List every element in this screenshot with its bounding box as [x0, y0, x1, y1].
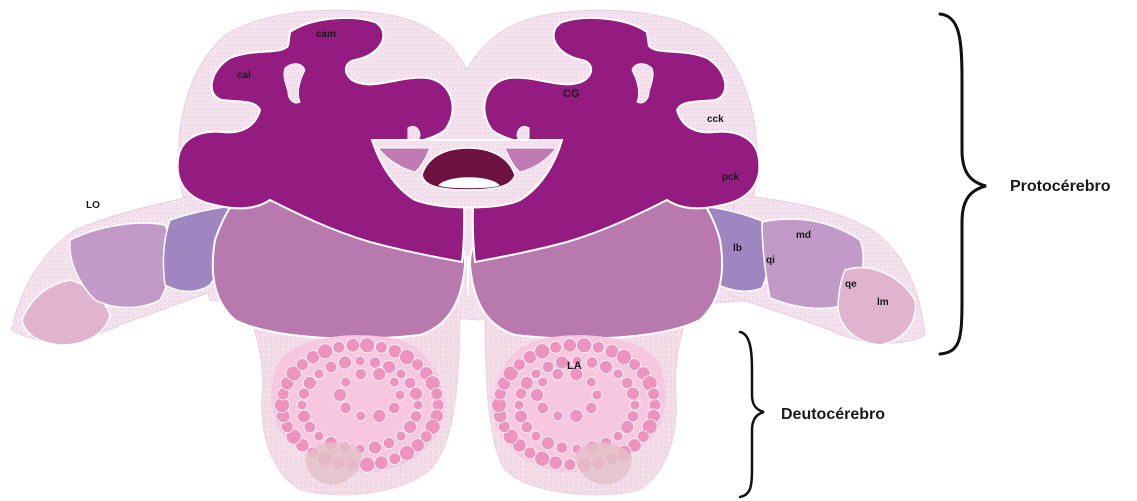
glomerulus: [413, 400, 423, 410]
glomerulus: [542, 361, 554, 373]
glomerulus: [535, 344, 550, 359]
glomerulus: [340, 402, 352, 414]
glomerulus: [399, 445, 414, 460]
glomerulus: [514, 400, 524, 410]
glomerulus: [341, 377, 351, 387]
glomerulus: [531, 369, 541, 379]
glomerulus: [630, 400, 640, 410]
glomerulus: [404, 420, 417, 433]
label-cal: cal: [237, 70, 251, 81]
label-qi: qi: [766, 255, 775, 266]
glomerulus: [592, 390, 602, 400]
glomerulus: [369, 357, 381, 369]
glomerulus: [318, 344, 333, 359]
glomerulus: [396, 369, 406, 379]
glomerulus: [383, 437, 395, 449]
label-lb: lb: [733, 243, 742, 254]
glomerulus: [303, 376, 316, 389]
glomerulus: [541, 437, 554, 450]
glomerulus: [314, 369, 324, 379]
glomerulus: [586, 377, 596, 387]
glomerulus: [537, 402, 549, 414]
glomerulus: [355, 368, 367, 380]
central-body-arc: [440, 178, 498, 187]
glomerulus: [395, 390, 405, 400]
glomerulus: [553, 411, 563, 421]
glomerulus: [346, 339, 360, 353]
glomerulus: [297, 410, 310, 423]
label-pck: pck: [722, 172, 740, 183]
label-md: md: [796, 230, 811, 241]
glomerulus: [396, 431, 406, 441]
label-cam: cam: [316, 29, 336, 40]
glomerulus: [550, 341, 562, 353]
glomerulus: [373, 409, 386, 422]
glomerulus: [360, 338, 375, 353]
bracket-protocerebro: [940, 14, 986, 354]
label-lo: LO: [86, 200, 100, 211]
glomerulus: [375, 341, 387, 353]
glomerulus: [389, 402, 401, 414]
glomerulus: [325, 361, 337, 373]
glomerulus: [531, 431, 541, 441]
glomerulus: [375, 456, 389, 470]
glomerulus: [409, 387, 422, 400]
glomerulus: [552, 368, 564, 380]
label-cck: cck: [707, 114, 724, 125]
glomerulus: [355, 356, 365, 366]
label-protocerebro: Protocérebro: [1010, 178, 1111, 195]
glomerulus: [549, 456, 563, 470]
glomerulus: [538, 377, 548, 387]
glomerulus: [520, 376, 533, 389]
glomerulus: [373, 368, 386, 381]
glomerulus: [599, 360, 612, 373]
glomerulus: [296, 359, 308, 371]
glomerulus: [564, 459, 576, 471]
glomerulus: [514, 410, 527, 423]
glomerulus: [613, 431, 623, 441]
glomerulus: [338, 356, 351, 369]
glomerulus: [570, 409, 583, 422]
glomerulus: [563, 339, 577, 353]
glomerulus: [535, 451, 550, 466]
glomerulus: [297, 400, 307, 410]
glomerulus: [586, 402, 598, 414]
glomerulus: [333, 388, 346, 401]
glomerulus: [356, 411, 366, 421]
label-qe: qe: [845, 279, 857, 290]
glomerulus: [389, 377, 399, 387]
glomerulus: [621, 420, 634, 433]
glomerulus: [431, 388, 443, 400]
glomerulus: [513, 359, 525, 371]
glomerulus: [389, 453, 401, 465]
glomerulus: [368, 441, 381, 454]
glomerulus: [586, 357, 598, 369]
label-lm: lm: [877, 297, 889, 308]
label-deutocerebro: Deutocérebro: [781, 406, 885, 423]
glomerulus: [613, 369, 623, 379]
glomerulus: [530, 388, 543, 401]
label-cg: CG: [563, 88, 580, 100]
glomerulus: [626, 387, 639, 400]
bracket-deutocerebro: [740, 332, 764, 497]
glomerulus: [360, 457, 375, 472]
glomerulus: [577, 338, 592, 353]
glomerulus: [524, 447, 536, 459]
glomerulus: [314, 431, 324, 441]
glomerulus: [333, 341, 345, 353]
glomerulus: [648, 388, 660, 400]
label-la: LA: [567, 360, 582, 372]
glomerulus: [556, 442, 568, 454]
glomerulus: [592, 341, 604, 353]
